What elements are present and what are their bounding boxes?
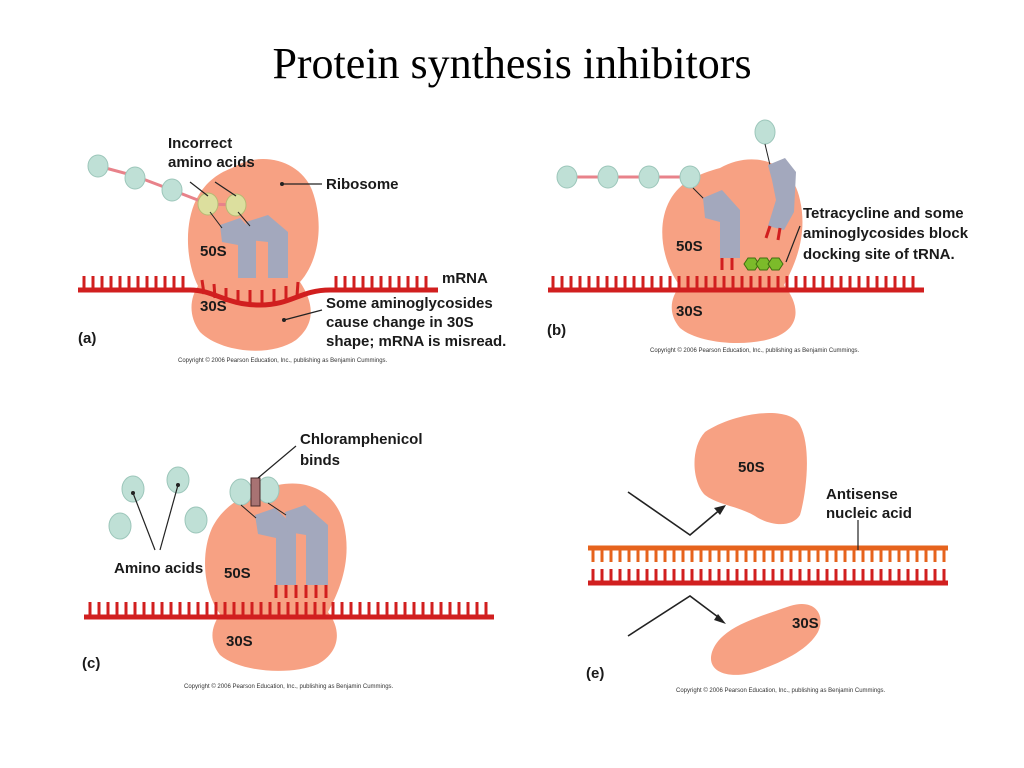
incorrect-amino-acid xyxy=(197,192,219,216)
trna-shape xyxy=(255,508,296,585)
subunit-50s-label: 50S xyxy=(676,238,703,255)
amino-acid xyxy=(166,466,190,494)
subunit-30s-label: 30S xyxy=(792,615,819,632)
note-b-2: aminoglycosides block xyxy=(803,225,969,242)
amino-acid xyxy=(161,178,183,202)
arrow-to-30s xyxy=(627,595,723,637)
copyright-e: Copyright © 2006 Pearson Education, Inc.… xyxy=(676,687,886,694)
mrna-teeth xyxy=(551,276,915,289)
antisense-label-1: Antisense xyxy=(826,486,898,503)
trna-shape xyxy=(703,190,740,258)
panel-e-letter: (e) xyxy=(586,665,604,682)
amino-acid xyxy=(638,165,660,189)
note-a-2: cause change in 30S xyxy=(326,314,474,331)
chloramphenicol-molecule xyxy=(250,477,261,507)
subunit-30s-label: 30S xyxy=(676,303,703,320)
incorrect-amino-acid xyxy=(225,193,247,217)
panel-c-letter: (c) xyxy=(82,655,100,672)
panel-b-letter: (b) xyxy=(547,322,566,339)
subunit-50s-label: 50S xyxy=(224,565,251,582)
antisense-teeth xyxy=(591,549,946,562)
amino-acid xyxy=(87,154,109,178)
amino-acid xyxy=(556,165,578,189)
tetracycline-molecule xyxy=(743,257,784,271)
trna-shape xyxy=(246,215,288,278)
subunit-50s-label: 50S xyxy=(200,243,227,260)
subunit-30s-label: 30S xyxy=(200,298,227,315)
panel-a-letter: (a) xyxy=(78,330,96,347)
mrna-teeth xyxy=(591,569,946,582)
incorrect-label-2: amino acids xyxy=(168,154,255,171)
note-b-1: Tetracycline and some xyxy=(803,205,964,222)
mrna-teeth xyxy=(82,276,428,304)
note-b-3: docking site of tRNA. xyxy=(803,246,955,263)
chloramphenicol-label-1: Chloramphenicol xyxy=(300,431,423,448)
copyright-c: Copyright © 2006 Pearson Education, Inc.… xyxy=(184,683,394,690)
trna-incoming-shape xyxy=(768,158,796,230)
trna-shape xyxy=(285,505,328,585)
arrow-to-50s xyxy=(627,491,723,537)
amino-acid xyxy=(597,165,619,189)
ribosome-label: Ribosome xyxy=(326,176,399,193)
note-a-3: shape; mRNA is misread. xyxy=(326,333,506,350)
subunit-50s-label: 50S xyxy=(738,459,765,476)
mrna-label: mRNA xyxy=(442,270,488,287)
amino-acids-label: Amino acids xyxy=(114,560,203,577)
slide-title: Protein synthesis inhibitors xyxy=(272,39,752,88)
subunit-50s-shape xyxy=(694,413,807,525)
trna-shape xyxy=(220,218,256,278)
amino-acid xyxy=(184,506,208,534)
antisense-label-2: nucleic acid xyxy=(826,505,912,522)
incorrect-label-1: Incorrect xyxy=(168,135,232,152)
copyright-b: Copyright © 2006 Pearson Education, Inc.… xyxy=(650,347,860,354)
note-a-1: Some aminoglycosides xyxy=(326,295,493,312)
copyright-a: Copyright © 2006 Pearson Education, Inc.… xyxy=(178,357,388,364)
amino-acid xyxy=(124,166,146,190)
amino-acid xyxy=(679,165,701,189)
subunit-30s-label: 30S xyxy=(226,633,253,650)
amino-acid xyxy=(108,512,132,540)
chloramphenicol-label-2: binds xyxy=(300,452,340,469)
subunit-30s-shape xyxy=(710,603,821,675)
amino-acid xyxy=(121,475,145,503)
mrna-teeth xyxy=(88,602,488,616)
